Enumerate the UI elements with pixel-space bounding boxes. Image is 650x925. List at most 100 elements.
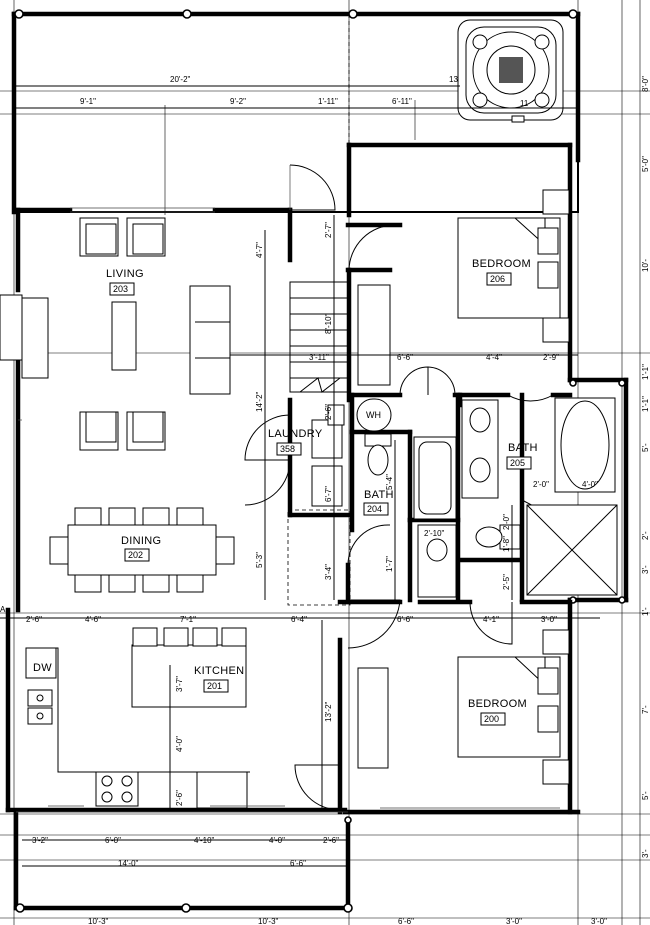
- dim-right-10: 10'-: [641, 259, 650, 272]
- dim-bath-5-4: 5'-4": [385, 474, 394, 490]
- room-number-living: 203: [113, 284, 128, 294]
- dim-laundry-14-2: 14'-2": [255, 391, 264, 412]
- grid-label-a: A: [0, 605, 6, 614]
- kitchen-cabinets: [25, 627, 250, 809]
- dim-hot-tub-13: 13: [449, 75, 458, 84]
- dim-bot-14-0: 14'-0": [118, 859, 139, 868]
- dim-right-3: 3'-: [641, 565, 650, 574]
- water-heater-label: WH: [366, 410, 381, 420]
- dim-top-a: 9'-1": [80, 97, 96, 106]
- dim-stair-2-7: 2'-7": [324, 222, 333, 238]
- dim-right-1-3: 1'-: [641, 607, 650, 616]
- dim-bath-1-8: 1'-8": [502, 536, 511, 552]
- dim-bed-13-2: 13'-2": [324, 701, 333, 722]
- dim-dining-5-3: 5'-3": [255, 552, 264, 568]
- room-name-bedroom-200: BEDROOM: [468, 698, 527, 710]
- dimension-lines: [0, 85, 600, 867]
- dim-bottom-3-0a: 3'-0": [506, 917, 522, 925]
- dim-top-overall: 20'-2": [170, 75, 191, 84]
- room-number-bedroom-206: 206: [490, 274, 505, 284]
- dim-bottom-10-3b: 10'-3": [258, 917, 279, 925]
- dim-bath-2-0b: 2'-0": [502, 514, 511, 530]
- dim-top-b: 9'-2": [230, 97, 246, 106]
- dim-right-8-0: 8'-0": [641, 76, 650, 92]
- room-name-bath-205: BATH: [508, 442, 538, 454]
- room-labels: LIVING 203 DINING 202 KITCHEN 201 LAUNDR…: [33, 258, 538, 726]
- bath-205-fixtures: [461, 397, 618, 596]
- dim-right-1-1b: 1'-1": [641, 396, 650, 412]
- dim-bot-4-0: 4'-0": [269, 836, 285, 845]
- stairs: [289, 281, 391, 393]
- bedroom-200-furniture: [357, 629, 570, 785]
- dim-kit-4-0: 4'-0": [175, 736, 184, 752]
- dim-hall-2-9: 2'-9": [543, 353, 559, 362]
- dim-bot-3-2: 3'-2": [32, 836, 48, 845]
- room-name-bath-204: BATH: [364, 489, 394, 501]
- dim-hall-3-4: 3'-4": [324, 564, 333, 580]
- dim-right-3b: 3'-: [641, 849, 650, 858]
- dim-bot-6-0: 6'-0": [105, 836, 121, 845]
- dim-hall-4-4: 4'-4": [486, 353, 502, 362]
- dim-right-5b: 5'-: [641, 791, 650, 800]
- dim-bath-2-10: 2'-10": [424, 529, 445, 538]
- dim-bath-6-7: 6'-7": [324, 486, 333, 502]
- dim-bottom-3-0b: 3'-0": [591, 917, 607, 925]
- dining-table: [49, 507, 235, 593]
- dim-row-6-4: 6'-4": [291, 615, 307, 624]
- bedroom-206-furniture: [457, 189, 570, 343]
- dim-right-5: 5'-: [641, 443, 650, 452]
- laundry-fixtures: [287, 398, 392, 606]
- interior-walls: [287, 207, 573, 605]
- dim-right-7: 7'-: [641, 705, 650, 714]
- room-number-bath-204: 204: [367, 504, 382, 514]
- dim-bot-2-6: 2'-6": [323, 836, 339, 845]
- dim-bottom-10-3a: 10'-3": [88, 917, 109, 925]
- dim-row-4-6: 4'-6": [85, 615, 101, 624]
- room-number-laundry: 358: [280, 444, 295, 454]
- dim-laundry-2-6: 2'-6": [324, 404, 333, 420]
- bath-204-fixtures: [364, 433, 457, 598]
- dim-row-3-0: 3'-0": [541, 615, 557, 624]
- dim-right-2: 2'-: [641, 531, 650, 540]
- dim-bot-4-10: 4'-10": [194, 836, 215, 845]
- vertical-dimension-labels: 2'-7" 4'-7" 8'-10" 14'-2" 2'-6" 6'-7" 5'…: [175, 76, 650, 858]
- room-name-living: LIVING: [106, 268, 144, 280]
- dim-stair-4-7: 4'-7": [255, 242, 264, 258]
- room-name-laundry: LAUNDRY: [268, 428, 323, 440]
- dim-right-1-1: 1'-1": [641, 364, 650, 380]
- dim-kit-2-6: 2'-6": [175, 790, 184, 806]
- room-number-dining: 202: [128, 550, 143, 560]
- dimension-labels: 20'-2" 9'-1" 9'-2" 1'-11" 6'-11" 13 11 3…: [0, 75, 607, 925]
- room-number-kitchen: 201: [207, 681, 222, 691]
- dim-top-d: 6'-11": [392, 97, 412, 106]
- room-name-dining: DINING: [121, 535, 161, 547]
- dim-hot-tub-11: 11: [520, 99, 529, 108]
- lower-deck: [13, 805, 560, 913]
- doors: [244, 164, 561, 811]
- room-name-bedroom-206: BEDROOM: [472, 258, 531, 270]
- dim-bath-2-0a: 2'-0": [533, 480, 549, 489]
- room-name-kitchen: KITCHEN: [194, 665, 244, 677]
- upper-deck: [11, 9, 581, 215]
- dim-row-2-6: 2'-6": [26, 615, 42, 624]
- living-furniture: [79, 217, 231, 451]
- dim-row-7-1: 7'-1": [180, 615, 196, 624]
- dim-right-5-0: 5'-0": [641, 156, 650, 172]
- dim-row-4-1: 4'-1": [483, 615, 499, 624]
- dishwasher-label: DW: [33, 662, 52, 674]
- dim-bottom-6-6: 6'-6": [398, 917, 414, 925]
- dim-stair-3-11: 3'-11": [309, 353, 329, 362]
- dim-bot-6-6: 6'-6": [290, 859, 306, 868]
- room-number-bath-205: 205: [510, 458, 525, 468]
- dim-hall-1-7: 1'-7": [385, 556, 394, 572]
- dim-hall-6-6a: 6'-6": [397, 353, 413, 362]
- dim-bath-4-0a: 4'-0": [582, 480, 598, 489]
- room-number-bedroom-200: 200: [484, 714, 499, 724]
- exterior-walls: [0, 142, 629, 815]
- dim-row-6-6: 6'-6": [397, 615, 413, 624]
- dim-bath-2-5: 2'-5": [502, 574, 511, 590]
- hot-tub: [457, 19, 564, 123]
- dim-stair-8-10: 8'-10": [324, 313, 333, 334]
- dim-kit-3-7: 3'-7": [175, 676, 184, 692]
